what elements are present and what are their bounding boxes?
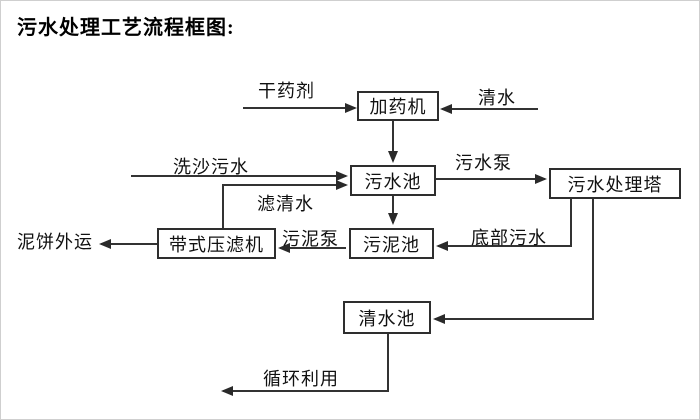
label-sand-wash-sewage: 洗沙污水 (173, 157, 249, 177)
diagram-title: 污水处理工艺流程框图: (17, 17, 235, 39)
label-sludge-pump: 污泥泵 (282, 229, 339, 249)
flow-bottom-sewage-arrow (436, 199, 572, 251)
node-dosing-machine: 加药机 (357, 91, 439, 121)
label-sewage-pump: 污水泵 (455, 153, 512, 173)
label-bottom-sewage: 底部污水 (471, 228, 547, 248)
label-mud-cake-transport: 泥饼外运 (17, 232, 93, 252)
node-sludge-pool: 污泥池 (349, 228, 434, 259)
label-dry-agent: 干药剂 (258, 81, 315, 101)
label-clear-water: 清水 (478, 88, 516, 108)
flow-filtered-water-arrow (222, 180, 348, 228)
label-recycling: 循环利用 (263, 369, 339, 389)
flow-tower-to-clearpool-arrow (433, 199, 594, 324)
flow-recycling-arrow (221, 334, 389, 396)
label-filtered-water: 滤清水 (257, 194, 314, 214)
node-belt-filter-press: 带式压滤机 (157, 228, 276, 259)
node-sewage-treatment-tower: 污水处理塔 (549, 168, 681, 199)
node-sewage-pool: 污水池 (350, 165, 436, 196)
node-clear-water-pool: 清水池 (343, 301, 431, 334)
